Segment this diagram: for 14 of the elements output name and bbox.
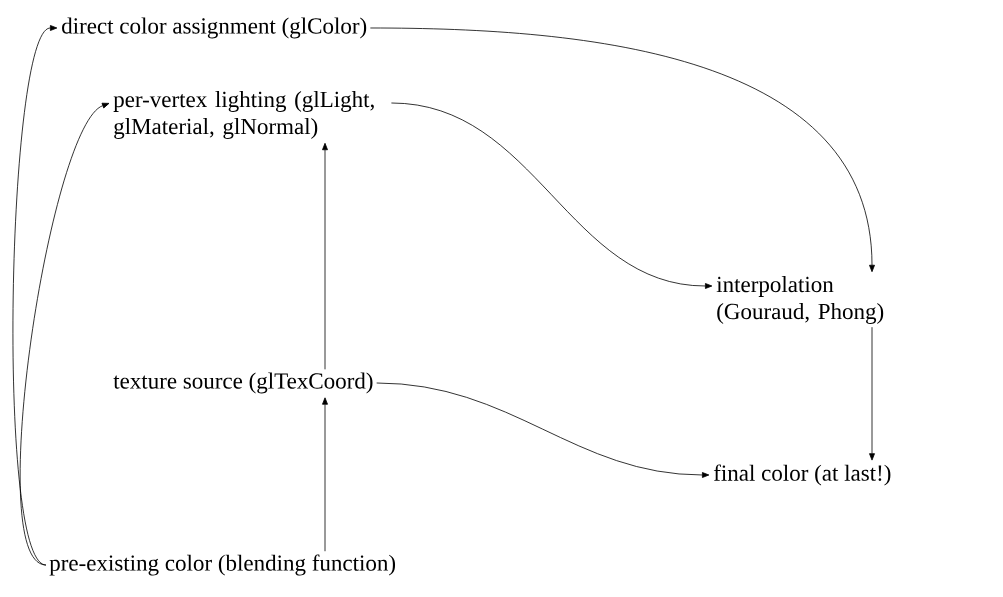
arrow <box>322 142 328 370</box>
arrow <box>369 27 875 273</box>
arrow <box>12 25 58 566</box>
arrow <box>376 382 710 478</box>
arrow <box>391 102 713 289</box>
text-label: per-vertex lighting (glLight, glMaterial, glNormal) <box>113 91 374 139</box>
text-label: interpolation (Gouraud, Phong) <box>716 276 884 324</box>
text-label: direct color assignment (glColor) <box>62 17 367 39</box>
arrow <box>20 102 110 566</box>
arrow <box>869 326 875 461</box>
text-label: final color (at last!) <box>713 464 891 486</box>
text-label: pre-existing color (blending function) <box>49 554 396 576</box>
arrow <box>322 397 328 552</box>
text-label: texture source (glTexCoord) <box>113 372 373 394</box>
